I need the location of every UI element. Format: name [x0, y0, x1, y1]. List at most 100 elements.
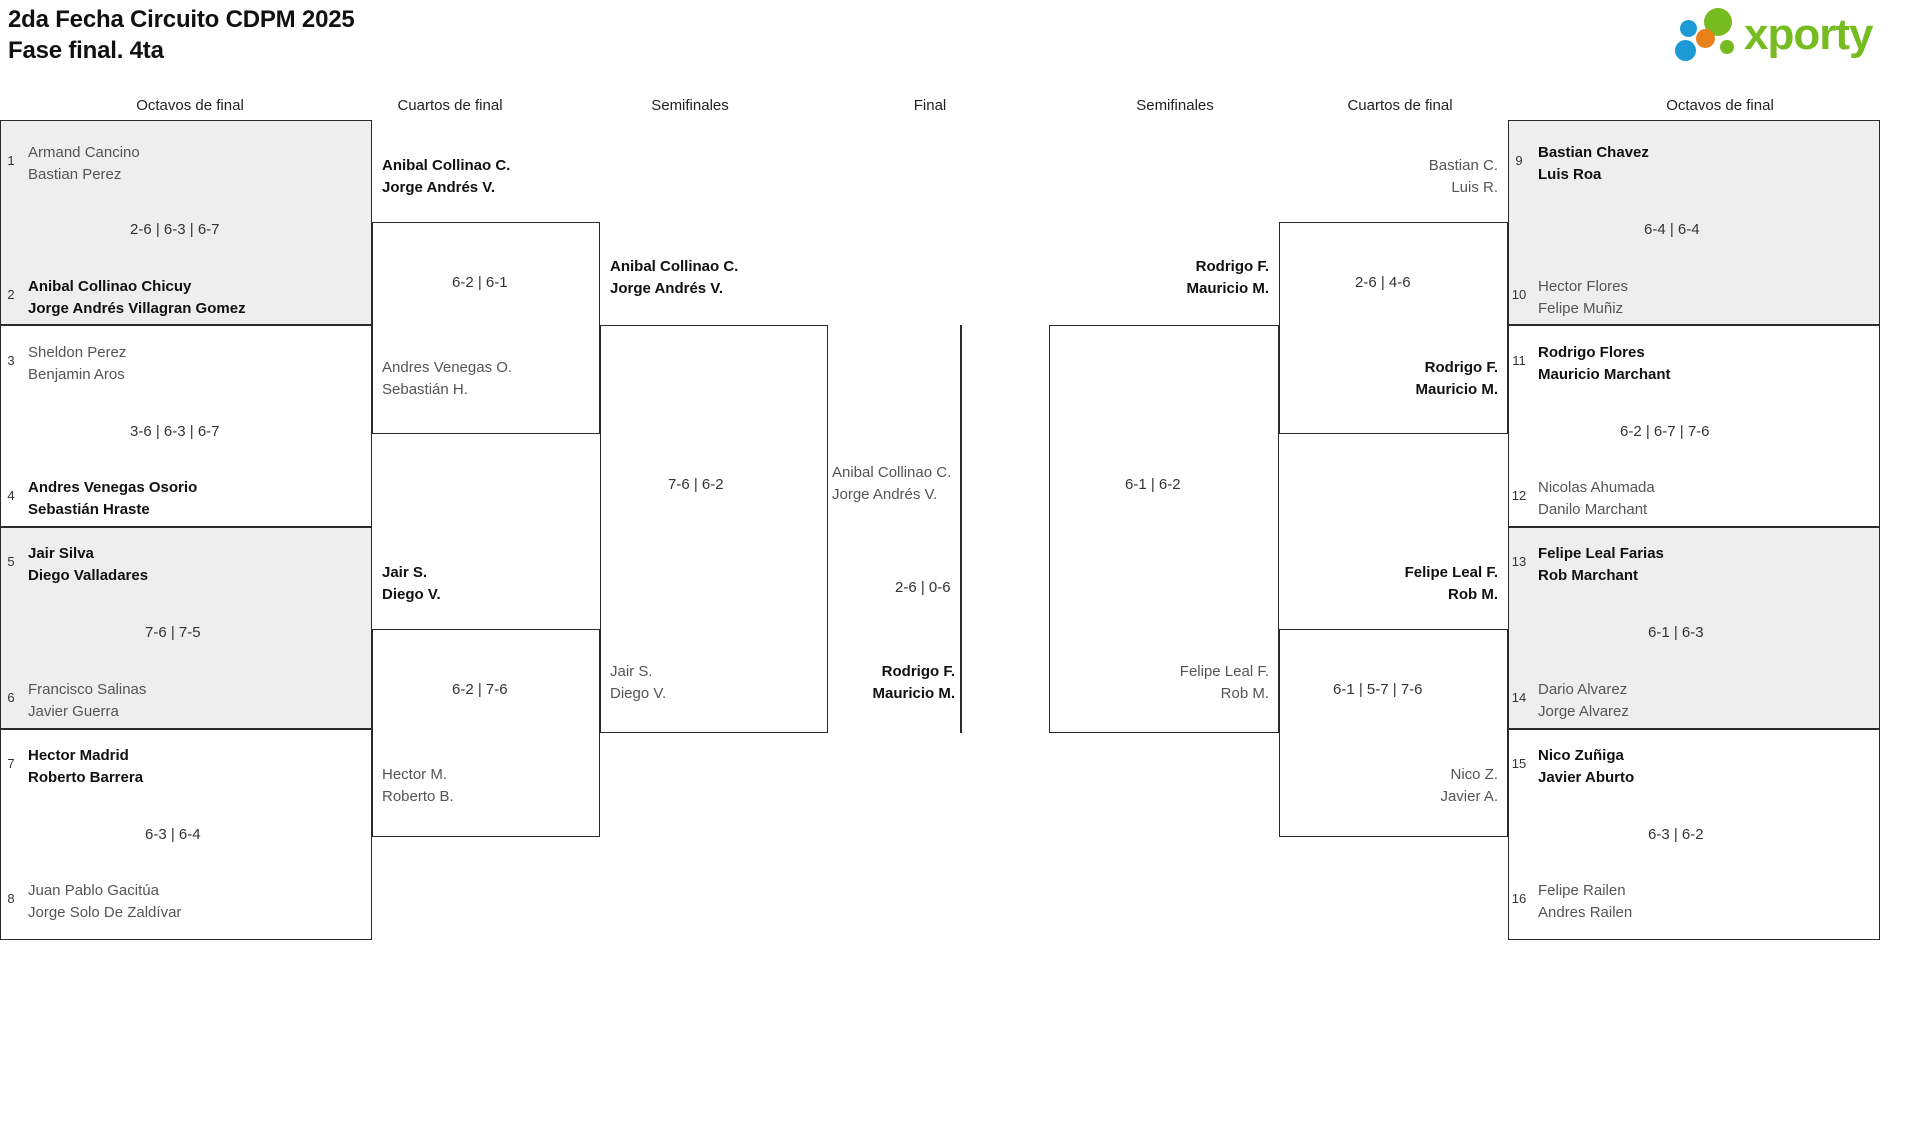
player-names: Rodrigo F. [1424, 359, 1498, 376]
match-score: 6-1 | 6-2 [1125, 476, 1181, 493]
player-names: Javier Aburto [1538, 769, 1635, 786]
seed-number: 8 [7, 891, 15, 906]
match-box-r4[interactable] [1508, 729, 1880, 940]
match-score: 6-1 | 5-7 | 7-6 [1333, 681, 1423, 698]
player-names: Jorge Andrés V. [832, 486, 938, 503]
player-names: Rodrigo F. [881, 663, 955, 680]
round-header-final: Final [913, 97, 947, 114]
player-names: Nico Z. [1450, 766, 1498, 783]
player-names: Luis R. [1451, 179, 1498, 196]
match-score: 6-1 | 6-3 [1648, 624, 1704, 641]
match-score: 6-3 | 6-2 [1648, 826, 1704, 843]
player-names: Benjamin Aros [28, 366, 125, 383]
player-names: Rodrigo F. [1195, 258, 1269, 275]
seed-number: 15 [1511, 756, 1527, 771]
round-header-right-sf: Semifinales [1136, 97, 1214, 114]
player-names: Mauricio M. [1186, 280, 1269, 297]
match-score: 6-2 | 6-1 [452, 274, 508, 291]
player-names: Anibal Collinao C. [382, 157, 511, 174]
player-names: Bastian C. [1428, 157, 1498, 174]
seed-number: 11 [1512, 353, 1526, 368]
seed-number: 3 [7, 353, 15, 368]
match-box-l4[interactable] [0, 729, 372, 940]
player-names: Juan Pablo Gacitúa [28, 882, 159, 899]
logo-dot-blue-bottom [1675, 40, 1696, 61]
connector-lqf2 [372, 629, 600, 837]
player-names: Andres Railen [1538, 904, 1633, 921]
player-names: Hector M. [382, 766, 448, 783]
player-names: Felipe Leal F. [1179, 663, 1269, 680]
player-names: Anibal Collinao C. [832, 464, 952, 481]
connector-rsf1 [1049, 325, 1279, 733]
match-score: 6-4 | 6-4 [1644, 221, 1700, 238]
match-box-r1[interactable] [1508, 120, 1880, 325]
player-names: Sheldon Perez [28, 344, 127, 361]
player-names: Sebastián Hraste [28, 501, 150, 518]
player-names: Jair Silva [28, 545, 94, 562]
player-names: Andres Venegas O. [382, 359, 513, 376]
player-names: Mauricio M. [1415, 381, 1498, 398]
player-names: Felipe Railen [1538, 882, 1626, 899]
match-box-l2[interactable] [0, 325, 372, 527]
player-names: Felipe Muñiz [1538, 300, 1624, 317]
player-names: Sebastián H. [382, 381, 468, 398]
final-divider [960, 325, 962, 733]
logo-dot-blue-top [1680, 20, 1697, 37]
match-score: 7-6 | 7-5 [145, 624, 201, 641]
round-header-left-r16: Octavos de final [136, 97, 244, 114]
match-score: 3-6 | 6-3 | 6-7 [130, 423, 220, 440]
match-box-l1[interactable] [0, 120, 372, 325]
logo-wordmark: xporty [1744, 10, 1873, 59]
player-names: Bastian Chavez [1538, 144, 1649, 161]
tournament-title: 2da Fecha Circuito CDPM 2025 [8, 6, 355, 33]
seed-number: 2 [7, 287, 15, 302]
player-names: Anibal Collinao C. [610, 258, 739, 275]
player-names: Mauricio Marchant [1538, 366, 1671, 383]
seed-number: 4 [7, 488, 15, 503]
seed-number: 7 [7, 756, 15, 771]
seed-number: 12 [1511, 488, 1527, 503]
player-names: Diego Valladares [28, 567, 149, 584]
connector-lsf1 [600, 325, 828, 733]
match-score: 2-6 | 4-6 [1355, 274, 1411, 291]
player-names: Mauricio M. [872, 685, 955, 702]
seed-number: 10 [1511, 287, 1527, 302]
xporty-logo: xporty [1666, 6, 1906, 64]
round-header-right-r16: Octavos de final [1666, 97, 1774, 114]
player-names: Anibal Collinao Chicuy [28, 278, 192, 295]
player-names: Hector Madrid [28, 747, 129, 764]
logo-dot-green-small [1720, 40, 1734, 54]
player-names: Roberto Barrera [28, 769, 144, 786]
player-names: Armand Cancino [28, 144, 140, 161]
seed-number: 6 [7, 690, 15, 705]
player-names: Felipe Leal F. [1404, 564, 1498, 581]
match-box-r2[interactable] [1508, 325, 1880, 527]
logo-dot-orange [1696, 29, 1715, 48]
tournament-phase: Fase final. 4ta [8, 37, 164, 64]
round-header-left-qf: Cuartos de final [397, 97, 503, 114]
seed-number: 16 [1511, 891, 1527, 906]
player-names: Jorge Alvarez [1538, 703, 1629, 720]
player-names: Hector Flores [1538, 278, 1629, 295]
match-box-r3[interactable] [1508, 527, 1880, 729]
connector-rqf2 [1279, 629, 1508, 837]
page-title: 2da Fecha Circuito CDPM 2025 Fase final.… [8, 4, 355, 66]
player-names: Diego V. [610, 685, 667, 702]
match-box-l3[interactable] [0, 527, 372, 729]
player-names: Jair S. [382, 564, 428, 581]
player-names: Rob M. [1448, 586, 1498, 603]
seed-number: 5 [7, 554, 15, 569]
match-score: 6-2 | 6-7 | 7-6 [1620, 423, 1710, 440]
match-score: 2-6 | 6-3 | 6-7 [130, 221, 220, 238]
player-names: Nico Zuñiga [1538, 747, 1624, 764]
player-names: Javier Guerra [28, 703, 119, 720]
player-names: Rob M. [1220, 685, 1269, 702]
connector-lqf1 [372, 222, 600, 434]
player-names: Jorge Solo De Zaldívar [28, 904, 182, 921]
player-names: Luis Roa [1538, 166, 1602, 183]
match-score: 2-6 | 0-6 [895, 579, 951, 596]
player-names: Jorge Andrés V. [382, 179, 496, 196]
player-names: Rob Marchant [1538, 567, 1639, 584]
player-names: Felipe Leal Farias [1538, 545, 1664, 562]
